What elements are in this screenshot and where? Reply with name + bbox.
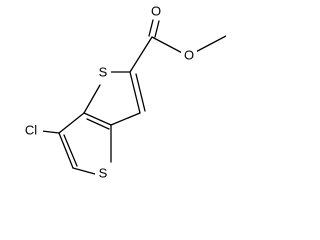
bond-s-top-c6a (83, 84, 101, 114)
bond-c2-c3-b (135, 73, 146, 112)
atom-sulfur-top: S (96, 64, 111, 82)
bond-c3a-c6a-b (86, 118, 110, 130)
atom-label-o-ester: O (184, 47, 194, 62)
bond-c2-c3-a (129, 71, 141, 114)
bond-c2-ccarboxyl (129, 36, 153, 73)
bond-carbonyl-a (148, 19, 154, 37)
bond-carbonyl-b (154, 20, 160, 38)
atom-chlorine: Cl (19, 122, 43, 140)
bond-c3a-c6a-a (83, 112, 112, 126)
structure-canvas: O O S S Cl (19, 3, 226, 183)
atom-label-o-carbonyl: O (151, 3, 161, 18)
ring-fusion (83, 112, 112, 130)
atom-oxygen-carbonyl: O (148, 3, 164, 19)
bond-c6-cl (41, 130, 60, 134)
atom-sulfur-bottom: S (95, 165, 111, 183)
bond-c3-c3a (110, 112, 141, 126)
thiophene-ring-top (83, 36, 153, 126)
thiophene-ring-bottom (58, 112, 112, 175)
bond-c6a-c6 (58, 112, 85, 134)
bond-c5-s-bottom (72, 167, 96, 175)
bond-c6-c5-a (58, 132, 74, 169)
atom-label-s-bottom: S (99, 165, 108, 180)
molecule-structure: O O S S Cl (19, 3, 226, 183)
atom-oxygen-ester: O (181, 47, 197, 64)
bond-c6-c5-b (63, 134, 78, 167)
atom-label-s-top: S (99, 64, 108, 79)
atom-label-cl: Cl (25, 122, 37, 137)
